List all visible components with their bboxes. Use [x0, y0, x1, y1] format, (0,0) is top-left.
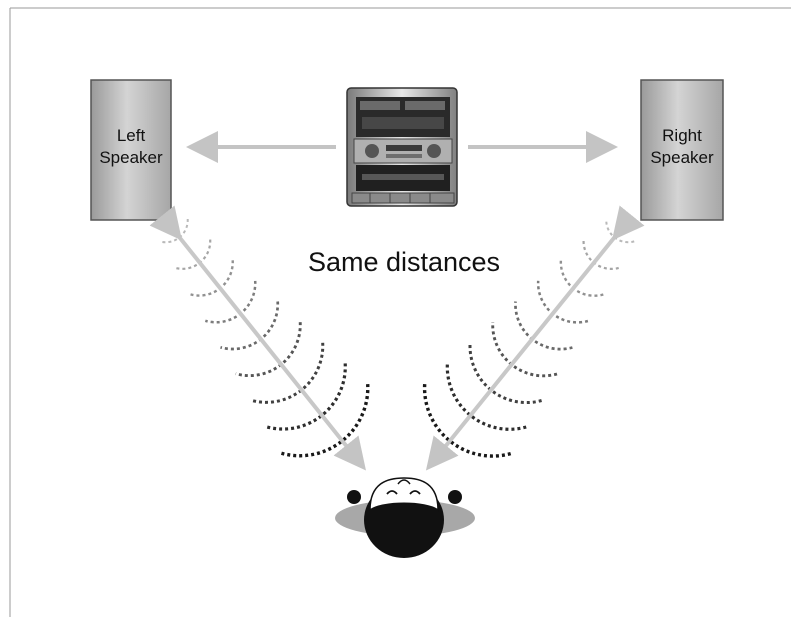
stereo-system-image: [346, 87, 458, 207]
left-speaker-label-line2: Speaker: [99, 148, 163, 167]
listener-head-icon: [335, 477, 475, 558]
left-listening-path-arrow: [149, 205, 366, 471]
caption-same-distances: Same distances: [308, 247, 500, 277]
right-listening-path-arrow: [425, 205, 645, 471]
left-speaker-label-line1: Left: [117, 126, 146, 145]
left-speaker: Left Speaker: [90, 79, 172, 221]
right-speaker: Right Speaker: [640, 79, 724, 221]
right-speaker-label-line1: Right: [662, 126, 702, 145]
right-speaker-label-line2: Speaker: [650, 148, 714, 167]
